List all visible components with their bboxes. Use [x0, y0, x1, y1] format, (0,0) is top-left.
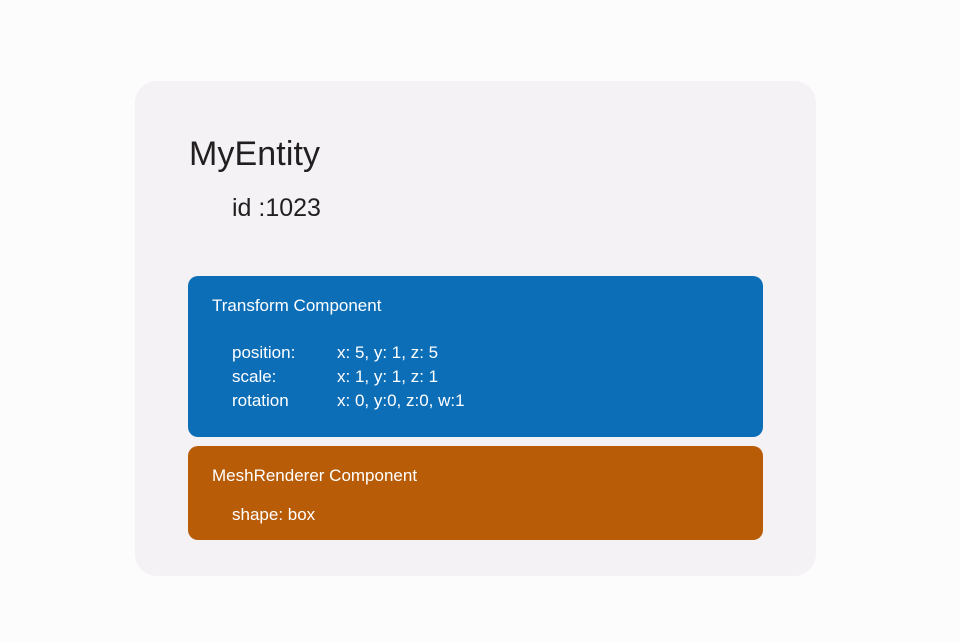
property-value: x: 0, y:0, z:0, w:1	[337, 391, 465, 410]
property-label: scale:	[232, 367, 277, 386]
component-header-transform: Transform Component	[212, 296, 382, 315]
entity-card: MyEntity id :1023 Transform Component po…	[135, 81, 816, 576]
component-header-meshrenderer: MeshRenderer Component	[212, 466, 418, 485]
property-row: rotation x: 0, y:0, z:0, w:1	[232, 389, 465, 413]
property-label: rotation	[232, 391, 289, 410]
property-row: shape: box	[232, 505, 316, 524]
component-block-meshrenderer[interactable]: MeshRenderer Component shape: box	[188, 446, 763, 540]
property-value: x: 5, y: 1, z: 5	[337, 343, 439, 362]
component-block-transform[interactable]: Transform Component position: x: 5, y: 1,…	[188, 276, 763, 437]
property-row: scale: x: 1, y: 1, z: 1	[232, 365, 465, 389]
property-list-meshrenderer: shape: box	[232, 503, 315, 527]
property-row: position: x: 5, y: 1, z: 5	[232, 341, 465, 365]
property-value: x: 1, y: 1, z: 1	[337, 367, 439, 386]
property-label: position:	[232, 343, 296, 362]
property-list-transform: position: x: 5, y: 1, z: 5 scale: x: 1, y:…	[232, 341, 465, 413]
entity-name: MyEntity	[189, 135, 321, 173]
entity-id-label: id :1023	[232, 194, 321, 222]
